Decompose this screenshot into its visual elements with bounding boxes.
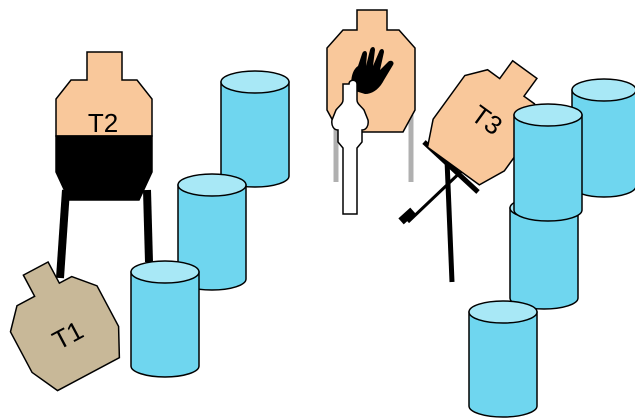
barrel-2: [177, 173, 247, 291]
barrel-1: [220, 70, 290, 188]
t3-post: [444, 159, 455, 283]
barrel-7: [468, 300, 538, 418]
target-t1: T1: [9, 260, 121, 392]
rifle-icon: [398, 163, 470, 225]
t2-right-post: [143, 189, 153, 263]
target-t2: T2: [55, 51, 153, 279]
t1-body: [9, 260, 121, 392]
barrel-3: [130, 260, 200, 378]
t2-label: T2: [88, 108, 118, 138]
t2-lower-black: [55, 135, 153, 201]
barrel-6: [513, 103, 583, 222]
t3-body: [426, 59, 538, 186]
target-t3: T3: [398, 59, 538, 283]
target-hand: [326, 9, 416, 215]
person-silhouette-icon: [331, 79, 369, 215]
t2-left-post: [56, 189, 70, 279]
hand-icon: [351, 47, 394, 94]
